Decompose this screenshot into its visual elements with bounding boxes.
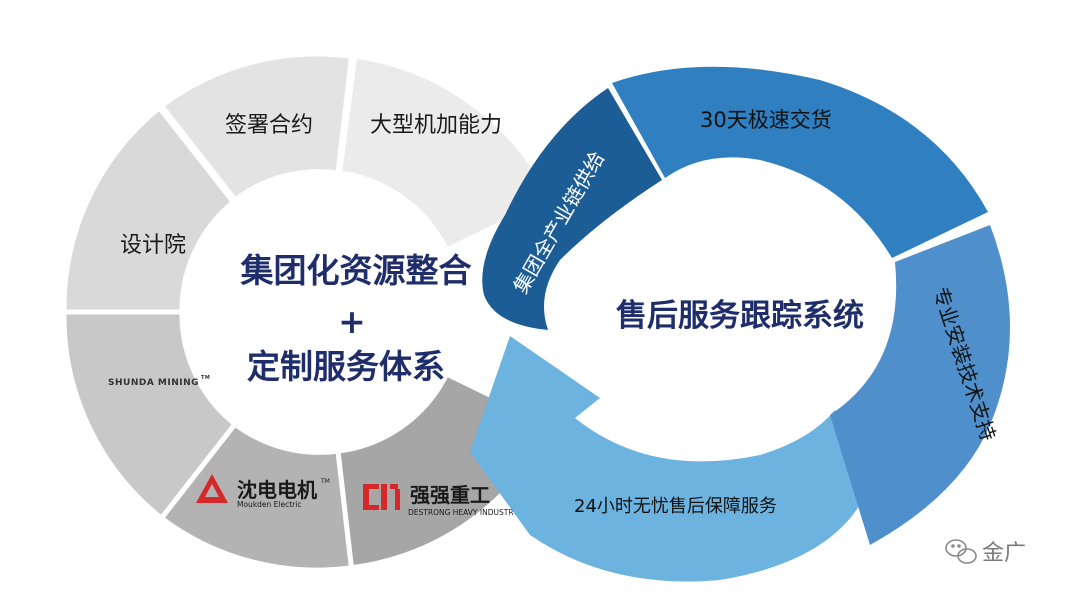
shendian-mark-icon <box>196 474 228 503</box>
shendian-tm: TM <box>320 478 330 485</box>
wechat-icon <box>945 539 977 564</box>
segment-design-institute <box>61 104 237 315</box>
arc-label-delivery: 30天极速交货 <box>700 108 832 132</box>
qiangqiang-en: DESTRONG HEAVY INDUSTRY <box>408 508 518 517</box>
arc-supply-chain <box>482 88 662 330</box>
left-center-line1: 集团化资源整合 <box>240 251 472 290</box>
qiangqiang-mark-icon <box>363 484 400 510</box>
segment-label-design: 设计院 <box>120 233 186 258</box>
shendian-cn: 沈电电机 <box>237 478 317 502</box>
right-ring <box>470 66 1010 582</box>
qiangqiang-cn: 强强重工 <box>410 483 490 507</box>
arc-label-service: 24小时无忧售后保障服务 <box>574 496 777 517</box>
left-center-plus: + <box>338 302 366 341</box>
qiangqiang-logo: 强强重工 DESTRONG HEAVY INDUSTRY ® <box>363 481 518 517</box>
shunda-logo-text: SHUNDA MINING <box>108 378 199 388</box>
arc-install <box>830 225 1010 545</box>
watermark: 金广 <box>945 539 1026 566</box>
shendian-logo: 沈电电机 Moukden Electric TM <box>196 474 330 509</box>
shendian-en: Moukden Electric <box>237 500 301 509</box>
right-center-title: 售后服务跟踪系统 <box>616 298 864 334</box>
arc-delivery <box>612 66 988 258</box>
segment-label-machining: 大型机加能力 <box>370 113 502 138</box>
arc-service <box>470 336 870 582</box>
segment-label-contract: 签署合约 <box>225 113 313 138</box>
watermark-text: 金广 <box>982 541 1026 566</box>
shunda-logo: SHUNDA MINING TM <box>108 375 210 388</box>
left-center-line2: 定制服务体系 <box>247 347 445 386</box>
segment-contract <box>157 51 355 204</box>
shunda-tm: TM <box>201 375 210 381</box>
left-ring <box>61 51 556 573</box>
